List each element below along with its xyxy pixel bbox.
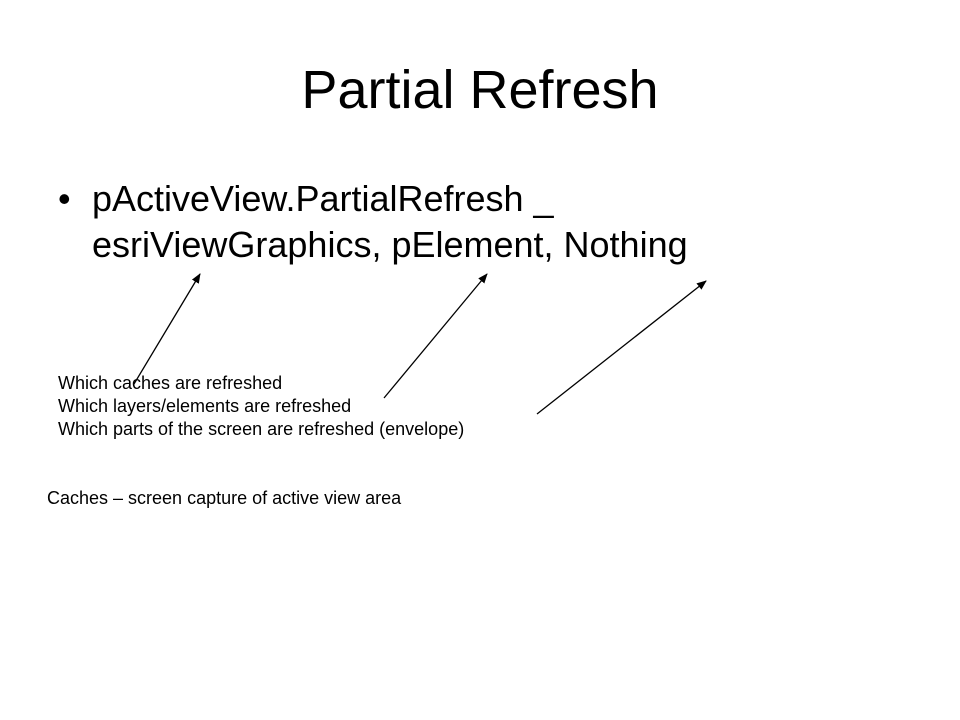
annotation-elements: Which layers/elements are refreshed: [58, 396, 352, 416]
annotation-list: Which caches are refreshed Which layers/…: [58, 372, 464, 441]
bullet-line-2: esriViewGraphics, pElement, Nothing: [92, 224, 688, 265]
arrow-envelope: [536, 280, 707, 415]
slide-title: Partial Refresh: [301, 60, 659, 120]
arrow-caches: [133, 273, 201, 385]
annotation-caches: Which caches are refreshed: [58, 373, 283, 393]
bullet-item: • pActiveView.PartialRefresh _ esriViewG…: [58, 176, 918, 268]
bullet-dot: •: [58, 178, 71, 219]
annotation-envelope: Which parts of the screen are refreshed …: [58, 419, 465, 439]
caches-footnote: Caches – screen capture of active view a…: [47, 488, 402, 508]
bullet-line-1: pActiveView.PartialRefresh _: [92, 178, 554, 219]
bullet-text: pActiveView.PartialRefresh _ esriViewGra…: [92, 176, 918, 268]
